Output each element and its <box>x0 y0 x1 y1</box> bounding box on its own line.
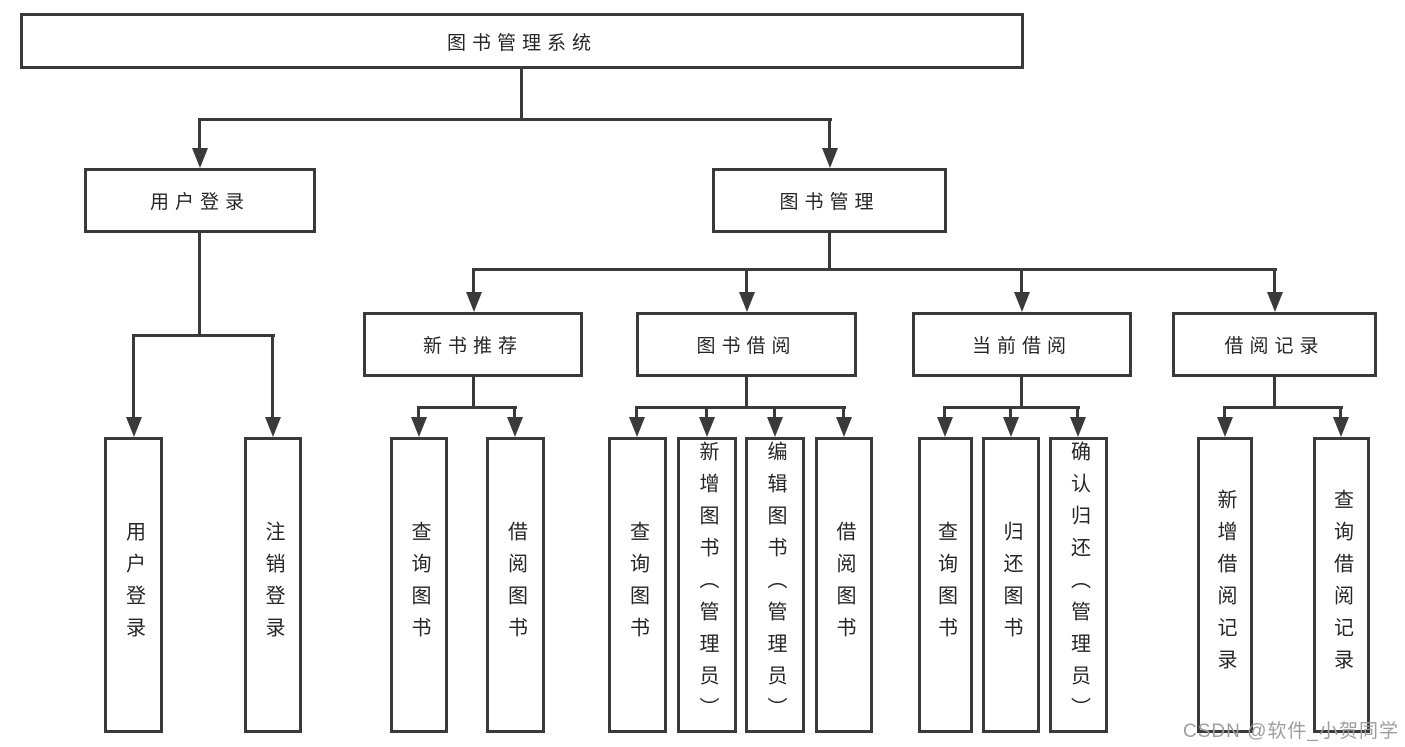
arrowhead-down-icon <box>1014 292 1030 312</box>
arrowhead-down-icon <box>126 417 142 437</box>
node-borrowing-edit-books-admin: 编辑图书（管理员） <box>745 437 805 733</box>
connector-stem <box>842 406 845 420</box>
connector-stub <box>745 377 748 409</box>
node-borrowing-query-books: 查询图书 <box>608 437 667 733</box>
node-current-borrowing: 当前借阅 <box>912 312 1132 377</box>
connector-stem <box>745 268 748 296</box>
connector-spread <box>132 334 275 337</box>
connector-stub <box>198 233 201 337</box>
node-login-user-login: 用户登录 <box>104 437 163 733</box>
connector-root-stub <box>520 69 523 120</box>
arrowhead-down-icon <box>767 417 783 437</box>
node-recommend-borrow-books: 借阅图书 <box>486 437 545 733</box>
arrowhead-down-icon <box>822 148 838 168</box>
arrowhead-down-icon <box>192 148 208 168</box>
node-book-borrowing: 图书借阅 <box>636 312 857 377</box>
connector-stem <box>635 406 638 420</box>
node-borrowing-records: 借阅记录 <box>1172 312 1377 377</box>
arrowhead-down-icon <box>507 417 523 437</box>
node-records-query-borrow-record: 查询借阅记录 <box>1313 437 1370 733</box>
connector-level2-spread <box>198 118 832 121</box>
connector-stem <box>472 268 475 296</box>
node-library-management-system: 图书管理系统 <box>20 13 1024 69</box>
node-borrowing-add-books-admin: 新增图书（管理员） <box>677 437 737 733</box>
node-recommend-query-books: 查询图书 <box>390 437 448 733</box>
arrowhead-down-icon <box>466 292 482 312</box>
arrowhead-down-icon <box>265 417 281 437</box>
arrowhead-down-icon <box>739 292 755 312</box>
arrowhead-down-icon <box>937 417 953 437</box>
connector-stem <box>1339 406 1342 420</box>
connector-stem <box>1009 406 1012 420</box>
connector-spread <box>635 406 846 409</box>
arrowhead-down-icon <box>1070 417 1086 437</box>
connector-stub <box>1020 377 1023 409</box>
connector-stub <box>828 233 831 271</box>
connector-stem <box>943 406 946 420</box>
connector-level3-spread <box>472 268 1277 271</box>
connector-stem <box>1223 406 1226 420</box>
connector-stem <box>828 118 831 152</box>
arrowhead-down-icon <box>1003 417 1019 437</box>
connector-stem <box>773 406 776 420</box>
connector-stub <box>1273 377 1276 409</box>
connector-stem <box>417 406 420 420</box>
connector-stem <box>705 406 708 420</box>
connector-stub <box>472 377 475 409</box>
connector-spread <box>417 406 517 409</box>
node-current-return-books: 归还图书 <box>982 437 1040 733</box>
arrowhead-down-icon <box>699 417 715 437</box>
node-borrowing-borrow-books: 借阅图书 <box>815 437 873 733</box>
node-records-add-borrow-record: 新增借阅记录 <box>1197 437 1253 733</box>
csdn-watermark: CSDN @软件_小贺同学 <box>1183 721 1399 742</box>
connector-stem <box>198 118 201 152</box>
arrowhead-down-icon <box>411 417 427 437</box>
connector-stem <box>132 334 135 419</box>
arrowhead-down-icon <box>629 417 645 437</box>
node-current-query-books: 查询图书 <box>918 437 973 733</box>
connector-spread <box>1223 406 1343 409</box>
node-login-logout: 注销登录 <box>244 437 302 733</box>
node-current-confirm-return-admin: 确认归还（管理员） <box>1049 437 1108 733</box>
arrowhead-down-icon <box>1267 292 1283 312</box>
connector-stem <box>1273 268 1276 296</box>
connector-stem <box>1076 406 1079 420</box>
connector-stem <box>271 334 274 419</box>
node-new-book-recommendation: 新书推荐 <box>363 312 583 377</box>
arrowhead-down-icon <box>1333 417 1349 437</box>
node-book-management: 图书管理 <box>712 168 947 233</box>
arrowhead-down-icon <box>836 417 852 437</box>
arrowhead-down-icon <box>1217 417 1233 437</box>
connector-stem <box>513 406 516 420</box>
connector-stem <box>1020 268 1023 296</box>
node-user-login: 用户登录 <box>84 168 316 233</box>
